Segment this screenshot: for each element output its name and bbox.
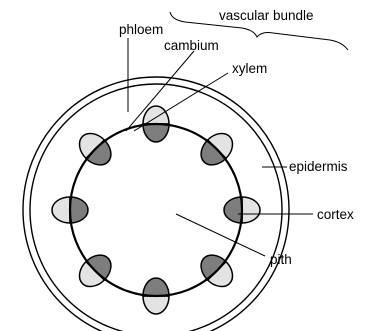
- cambium-label: cambium: [164, 38, 219, 53]
- vascular-bundles: [52, 106, 260, 314]
- phloem-lobe: [143, 106, 169, 124]
- phloem-lobe: [242, 197, 260, 223]
- cambium-ring: [70, 124, 242, 296]
- xylem-label: xylem: [232, 61, 267, 76]
- cortex-label: cortex: [317, 207, 354, 222]
- xylem-lobe: [70, 197, 88, 223]
- vascular-bundle-label: vascular bundle: [219, 8, 314, 23]
- xylem-lobe: [143, 278, 169, 296]
- pith-label: pith: [270, 252, 292, 267]
- xylem-lobe: [224, 197, 242, 223]
- phloem-lobe: [52, 197, 70, 223]
- xylem-lobe: [143, 124, 169, 142]
- phloem-lobe: [143, 296, 169, 314]
- phloem-label: phloem: [119, 22, 163, 37]
- xylem-leader-line: [134, 73, 228, 131]
- epidermis-label: epidermis: [289, 159, 348, 174]
